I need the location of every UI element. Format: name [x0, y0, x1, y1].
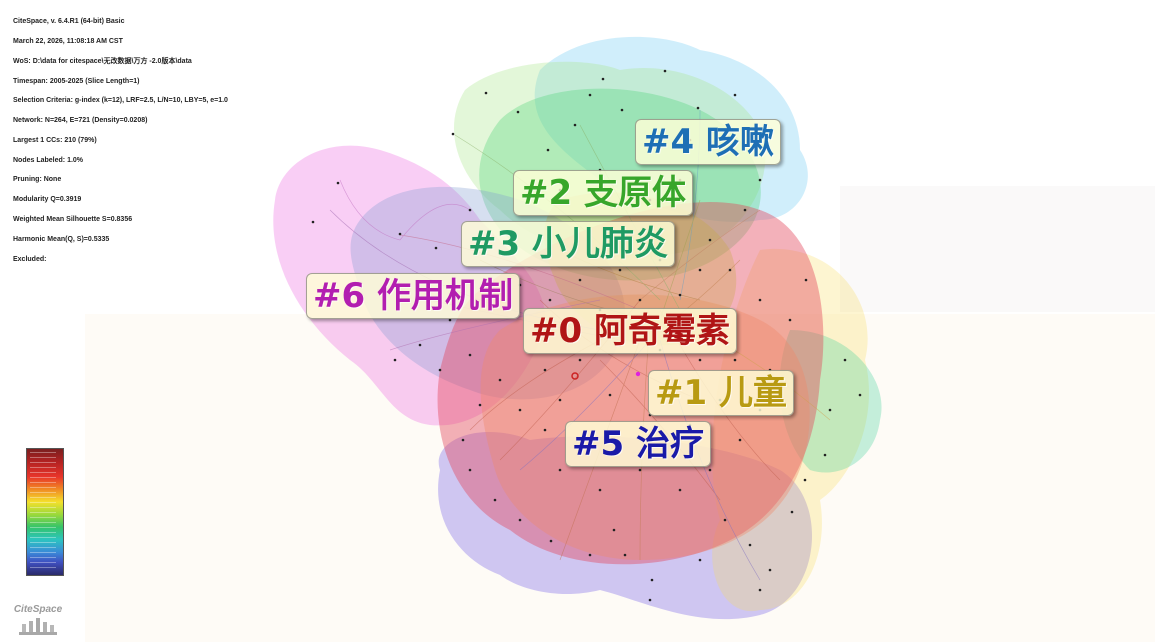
cluster-hull-purple [438, 431, 813, 620]
logo-graphic [19, 618, 57, 635]
info-line: Network: N=264, E=721 (Density=0.0208) [13, 117, 148, 125]
info-line: Nodes Labeled: 1.0% [13, 156, 84, 164]
cluster-label-3[interactable]: #3 小儿肺炎 [461, 221, 675, 267]
cluster-label-4[interactable]: #4 咳嗽 [635, 119, 781, 165]
logo-text: CiteSpace [13, 604, 63, 615]
info-line: Selection Criteria: g-index (k=12), LRF=… [13, 97, 228, 105]
info-line: March 22, 2026, 11:08:18 AM CST [13, 37, 123, 45]
info-line: Excluded: [13, 255, 47, 263]
info-line: CiteSpace, v. 6.4.R1 (64-bit) Basic [13, 18, 125, 26]
cluster-label-0[interactable]: #0 阿奇霉素 [523, 308, 737, 354]
year-color-legend [26, 448, 64, 576]
info-line: Weighted Mean Silhouette S=0.8356 [13, 216, 133, 223]
legend-ticks [30, 452, 56, 570]
cluster-hull-teal [779, 330, 882, 473]
cluster-label-5[interactable]: #5 治疗 [565, 421, 711, 467]
info-line: Harmonic Mean(Q, S)=0.5335 [13, 235, 110, 243]
cluster-label-1[interactable]: #1 儿童 [648, 370, 794, 416]
cluster-label-2[interactable]: #2 支原体 [513, 170, 693, 216]
cluster-hull-yellow [712, 248, 869, 612]
network-summary: CiteSpace, v. 6.4.R1 (64-bit) Basic Marc… [13, 6, 228, 270]
info-line: Timespan: 2005-2025 (Slice Length=1) [13, 77, 140, 85]
cluster-hull-red [437, 201, 824, 565]
highlight-node-red [571, 372, 579, 380]
highlight-node-magenta [635, 371, 641, 377]
info-line: WoS: D:\data for citespace\无改数据\万方 -2.0版… [13, 57, 192, 65]
info-line: Pruning: None [13, 176, 62, 184]
info-line: Modularity Q=0.3919 [13, 196, 82, 204]
cluster-label-6[interactable]: #6 作用机制 [306, 273, 520, 319]
citespace-logo: CiteSpace [13, 604, 63, 638]
info-line: Largest 1 CCs: 210 (79%) [13, 136, 97, 144]
